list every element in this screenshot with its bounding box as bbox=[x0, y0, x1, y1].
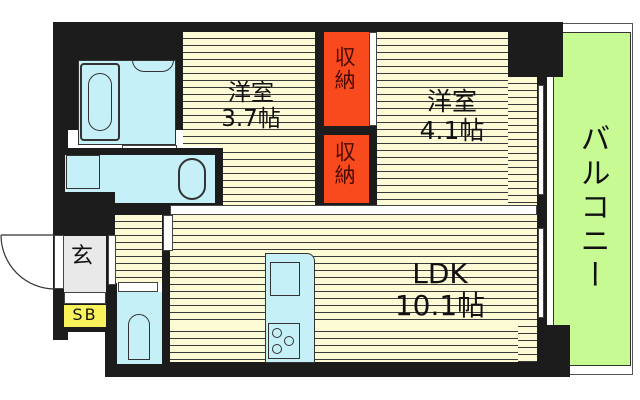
western-room-2-label: 洋室 4.1帖 bbox=[392, 87, 512, 146]
western-room-2-name: 洋室 bbox=[426, 87, 477, 116]
right-wall bbox=[537, 70, 547, 360]
ldk-label: LDK 10.1帖 bbox=[370, 257, 510, 323]
western-room-2-right bbox=[508, 77, 537, 210]
hallway bbox=[115, 215, 165, 283]
western-room-2 bbox=[377, 32, 508, 210]
storage-1-door[interactable] bbox=[369, 32, 377, 126]
ldk-door[interactable] bbox=[163, 215, 173, 251]
western-room-1-label: 洋室 3.7帖 bbox=[196, 80, 306, 133]
shoe-box[interactable]: SB bbox=[64, 305, 106, 327]
entrance-label: 玄 bbox=[71, 244, 94, 269]
western-room-1-lower bbox=[220, 146, 315, 206]
storage-1-label: 収納 bbox=[332, 46, 357, 92]
western-room-1 bbox=[183, 32, 315, 146]
entrance-door-frame bbox=[54, 235, 64, 289]
western-room-1-name: 洋室 bbox=[228, 80, 274, 106]
outer-wall-bottom bbox=[105, 362, 555, 377]
storage-2[interactable]: 収納 bbox=[324, 135, 369, 203]
shoe-box-label: SB bbox=[72, 305, 98, 324]
entrance-step bbox=[64, 292, 106, 304]
outer-wall-top bbox=[53, 22, 563, 34]
washstand-icon bbox=[178, 158, 206, 200]
storage-2-label: 収納 bbox=[332, 141, 357, 187]
corner-column-top-right bbox=[508, 22, 563, 77]
window-western-room-2[interactable] bbox=[538, 85, 544, 195]
entrance-door-swing[interactable] bbox=[0, 233, 60, 293]
window-ldk[interactable] bbox=[538, 228, 544, 318]
toilet-icon bbox=[128, 314, 150, 360]
ldk-size: 10.1帖 bbox=[394, 289, 486, 323]
western-room-1-size: 3.7帖 bbox=[221, 106, 281, 133]
ldk-lower bbox=[170, 325, 518, 362]
kitchen-sink-icon bbox=[270, 262, 300, 296]
stove-icon bbox=[268, 323, 300, 359]
ldk-top-partition bbox=[170, 205, 537, 215]
washbasin-icon bbox=[132, 60, 174, 72]
bathtub-icon bbox=[80, 63, 120, 141]
balcony: バルコニー bbox=[553, 32, 631, 366]
balcony-label: バルコニー bbox=[574, 123, 610, 293]
storage-1[interactable]: 収納 bbox=[324, 32, 369, 126]
toilet-partition-wall bbox=[162, 215, 170, 365]
toilet-door[interactable] bbox=[118, 282, 158, 292]
western-room-2-size: 4.1帖 bbox=[419, 115, 485, 145]
entrance: 玄 bbox=[64, 236, 106, 292]
hallway-partition bbox=[108, 235, 116, 285]
washing-machine-pan-icon bbox=[66, 155, 100, 189]
ldk-name: LDK bbox=[412, 257, 468, 290]
